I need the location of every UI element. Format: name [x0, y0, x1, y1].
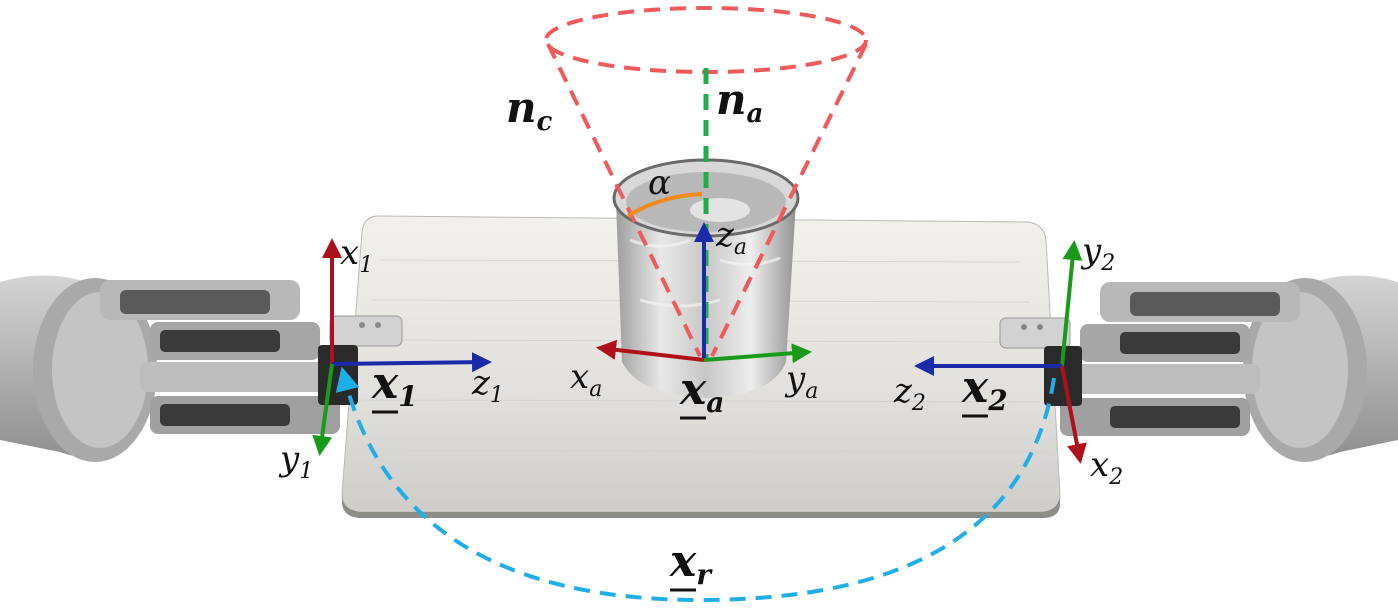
label-pose-r: xr — [669, 536, 713, 592]
axis-y-a — [703, 343, 812, 364]
cone-left-edge — [546, 43, 702, 357]
axis-z-1 — [331, 352, 492, 373]
label-x-a: xa — [570, 357, 602, 402]
axis-y-2 — [1060, 240, 1083, 367]
axis-y-1 — [312, 363, 334, 456]
label-z-a: za — [715, 215, 747, 260]
svg-text:xa: xa — [679, 364, 724, 419]
axis-x-2 — [1060, 365, 1087, 464]
label-pose-a: xa — [679, 364, 724, 420]
gripper-frame-2 — [914, 240, 1087, 464]
svg-text:x2: x2 — [961, 362, 1008, 417]
label-x1: x1 — [340, 233, 373, 278]
label-n-c: nc — [506, 83, 553, 137]
right-robot-gripper — [999, 275, 1398, 462]
label-y2: y2 — [1080, 231, 1115, 276]
relative-pose-arc — [335, 366, 1056, 603]
label-z1: z1 — [471, 363, 504, 408]
left-robot-gripper — [0, 275, 403, 462]
svg-text:x1: x1 — [371, 358, 418, 413]
label-y1: y1 — [278, 439, 313, 484]
alpha-arc — [626, 192, 703, 218]
object-frame-a — [596, 222, 812, 364]
svg-text:xr: xr — [669, 536, 713, 591]
label-z2: z2 — [893, 371, 926, 416]
axis-x-a — [596, 339, 705, 362]
label-alpha: α — [648, 163, 671, 203]
label-y-a: ya — [784, 359, 818, 404]
label-pose-2: x2 — [961, 362, 1008, 418]
label-x2: x2 — [1090, 445, 1123, 490]
gripper-frame-1 — [312, 238, 492, 456]
cone-top-ellipse — [544, 6, 868, 74]
label-n-a: na — [716, 75, 763, 129]
cone-right-edge — [710, 43, 868, 357]
label-pose-1: x1 — [371, 358, 418, 414]
